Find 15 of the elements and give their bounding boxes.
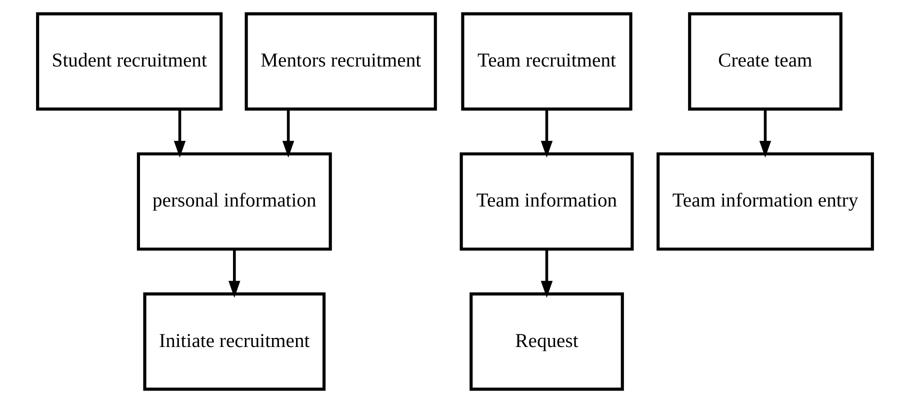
- arrow: [282, 109, 294, 158]
- arrow: [228, 249, 240, 298]
- node-box: Team recruitment: [460, 12, 632, 111]
- arrow: [173, 109, 186, 158]
- node-box: Initiate recruitment: [142, 292, 326, 391]
- node-box: Mentors recruitment: [244, 12, 436, 111]
- node-box: Team information entry: [656, 152, 874, 251]
- arrow: [540, 109, 552, 158]
- node-box: Student recruitment: [36, 12, 222, 111]
- node-box: Create team: [688, 12, 842, 111]
- arrow: [540, 249, 552, 298]
- node-box: Team information: [459, 152, 634, 251]
- node-box: Request: [469, 292, 624, 391]
- node-box: personal information: [136, 152, 332, 251]
- arrow: [758, 109, 771, 158]
